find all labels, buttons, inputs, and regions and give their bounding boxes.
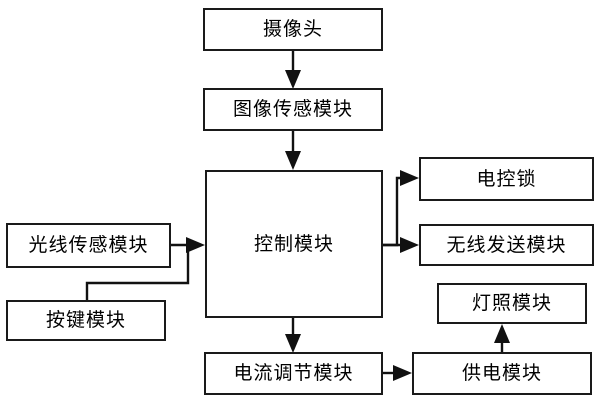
node-key-module[interactable]: 按键模块 <box>6 300 166 341</box>
node-controller-label: 控制模块 <box>253 232 334 255</box>
node-current-regulation-module[interactable]: 电流调节模块 <box>204 352 383 395</box>
node-electric-lock-label: 电控锁 <box>476 167 537 190</box>
node-light-sensor[interactable]: 光线传感模块 <box>6 223 171 268</box>
node-image-sensor-label: 图像传感模块 <box>232 98 353 120</box>
edge-image-sensor-to-controller <box>285 131 301 170</box>
node-power-supply-module[interactable]: 供电模块 <box>412 352 592 395</box>
node-light-sensor-label: 光线传感模块 <box>28 234 149 256</box>
edge-camera-to-image-sensor <box>285 51 301 89</box>
node-power-supply-module-label: 供电模块 <box>461 362 542 384</box>
node-camera-label: 摄像头 <box>262 18 323 40</box>
node-controller[interactable]: 控制模块 <box>205 170 383 318</box>
edge-light-sensor-to-controller <box>171 237 205 253</box>
node-electric-lock[interactable]: 电控锁 <box>419 157 594 201</box>
node-camera[interactable]: 摄像头 <box>203 8 383 51</box>
edge-controller-to-elec-lock <box>383 170 419 247</box>
node-wireless-transmit-module-label: 无线发送模块 <box>446 233 567 256</box>
edge-controller-to-wireless <box>383 237 419 253</box>
node-current-regulation-module-label: 电流调节模块 <box>233 362 354 384</box>
edge-current-reg-to-power-supply <box>383 365 412 381</box>
node-lighting-module[interactable]: 灯照模块 <box>437 283 587 324</box>
edge-power-supply-to-lighting <box>494 324 510 352</box>
node-key-module-label: 按键模块 <box>45 309 126 331</box>
node-wireless-transmit-module[interactable]: 无线发送模块 <box>419 224 594 266</box>
edge-controller-to-current-reg <box>285 318 301 353</box>
node-lighting-module-label: 灯照模块 <box>471 292 552 314</box>
node-image-sensor[interactable]: 图像传感模块 <box>203 88 383 131</box>
